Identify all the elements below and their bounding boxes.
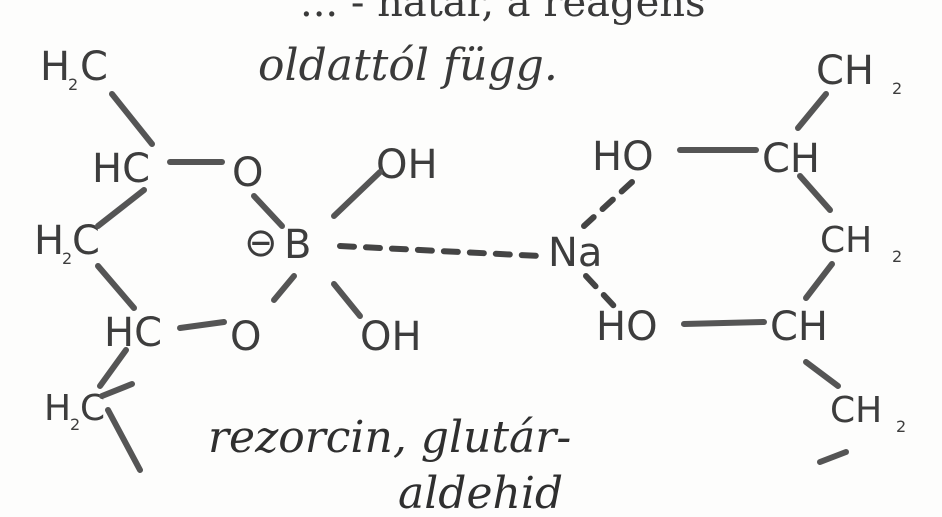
bond-ho-ch-lower <box>681 319 767 327</box>
top-note: ... - határ, a reagens oldattól függ. <box>258 0 706 91</box>
bond-ch2-bottom-tail <box>817 449 849 465</box>
coordination-bond-na-ho-lower <box>583 273 617 309</box>
bond-b-oh-lower <box>331 281 363 319</box>
right-ch2-top: CH <box>816 48 874 94</box>
bond-b-oh-upper <box>331 169 383 219</box>
coordination-bond-ho-upper-na <box>581 179 635 229</box>
left-oh-lower: OH <box>360 314 422 360</box>
bond-ch2-ch-lower <box>803 261 835 301</box>
left-hc-lower: HC <box>104 310 162 356</box>
right-ho-upper: HO <box>592 134 654 180</box>
left-oh-upper: OH <box>376 142 438 188</box>
coordination-bond-b-na <box>337 243 543 259</box>
left-o-lower: O <box>230 314 261 360</box>
bond-ch-ch2-bottom <box>803 359 841 389</box>
left-h2c-mid-sub: 2 <box>62 249 72 268</box>
left-hc-upper: HC <box>92 146 150 192</box>
bond-hc-o-lower <box>177 319 227 331</box>
top-note-line2: oldattól függ. <box>258 40 558 91</box>
bottom-note-line2: aldehid <box>398 468 563 517</box>
right-ch-upper: CH <box>762 136 820 182</box>
left-o-upper: O <box>232 150 263 196</box>
bond-ch-ch2-mid <box>797 173 833 213</box>
bond-hc-h2c-bottom <box>97 347 129 389</box>
bond-hc-h2c-mid <box>95 187 147 229</box>
left-molecule: H 2 C HC O H 2 C ⊖ B OH HC O OH H 2 C <box>34 44 438 473</box>
bond-ch2-ch-upper <box>795 91 829 131</box>
bond-h2c-bottom-tail <box>99 381 135 399</box>
bond-h2c-bottom-down <box>105 407 143 473</box>
left-h2c-top-sub: 2 <box>68 75 78 94</box>
bottom-note-line1: rezorcin, glutár- <box>208 412 571 463</box>
boron-atom: B <box>284 222 311 268</box>
right-ho-lower: HO <box>596 304 658 350</box>
right-ch2-top-sub: 2 <box>892 79 902 98</box>
bond-h2c-hc-upper <box>109 91 155 147</box>
right-ch-lower: CH <box>770 304 828 350</box>
right-ch2-bottom-sub: 2 <box>896 417 906 436</box>
bottom-note: rezorcin, glutár- aldehid <box>208 412 571 517</box>
left-h2c-bottom-sub: 2 <box>70 415 80 434</box>
left-h2c-top-c: C <box>80 44 108 90</box>
right-ch2-mid-sub: 2 <box>892 247 902 266</box>
bond-h2c-hc-lower <box>95 263 137 311</box>
left-h2c-top-h: H <box>40 44 70 90</box>
sodium-ion: Na <box>548 230 602 276</box>
right-molecule: CH 2 HO CH CH 2 HO CH CH 2 <box>592 48 906 465</box>
right-ch2-bottom: CH <box>830 390 882 431</box>
bond-o-b-lower <box>271 273 297 303</box>
top-note-line1: ... - határ, a reagens <box>300 0 706 26</box>
bond-o-b-upper <box>251 193 285 229</box>
right-ch2-mid: CH <box>820 220 872 261</box>
left-h2c-bottom-h: H <box>44 388 71 429</box>
left-h2c-mid-h: H <box>34 218 64 264</box>
boron-charge: ⊖ <box>244 220 278 266</box>
